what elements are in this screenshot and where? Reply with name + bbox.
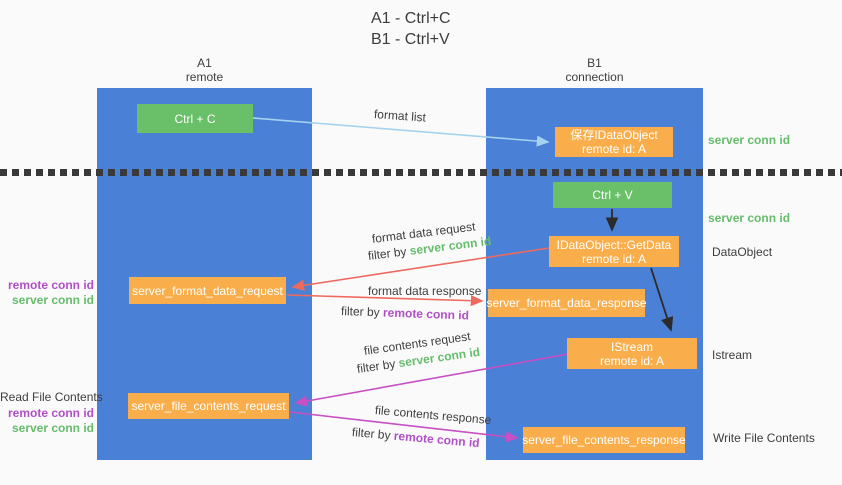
diagram-title: A1 - Ctrl+C B1 - Ctrl+V — [371, 8, 451, 50]
arrow-file-contents-response — [289, 411, 519, 443]
separator-dotted-line — [0, 169, 842, 176]
lifeline-a1-header: A1 remote — [97, 56, 312, 84]
remote-conn-id-left-label-2: remote conn id — [7, 406, 94, 420]
server-file-contents-response-node: server_file_contents_response — [522, 427, 686, 453]
arrow-format-data-request — [291, 247, 550, 291]
ctrl-v-node: Ctrl + V — [553, 182, 672, 208]
server-conn-id-left-label-2: server conn id — [11, 421, 94, 435]
ctrl-v-label: Ctrl + V — [592, 188, 633, 202]
lifeline-a1-subtitle: remote — [185, 70, 224, 84]
server-format-data-request-node: server_format_data_request — [129, 277, 286, 304]
getdata-node: IDataObject::GetData remote id: A — [549, 236, 679, 267]
server-file-contents-request-node: server_file_contents_request — [128, 393, 289, 419]
arrow-getdata-to-istream — [650, 267, 674, 332]
server-conn-id-left-label-1: server conn id — [11, 293, 94, 307]
dataobject-label: DataObject — [712, 245, 773, 259]
server-file-contents-response-label: server_file_contents_response — [522, 433, 686, 447]
arrow-format-data-response — [286, 294, 484, 307]
filter-by-text: filter by — [340, 304, 380, 320]
arrow-file-contents-request — [294, 353, 569, 407]
title-line-1: A1 - Ctrl+C — [371, 10, 451, 27]
istream-line1: IStream — [610, 339, 653, 354]
getdata-line2: remote id: A — [581, 251, 647, 266]
ctrl-c-label: Ctrl + C — [174, 111, 216, 126]
lifeline-b1-name: B1 — [587, 56, 602, 70]
conn-id-left-group-2: remote conn id server conn id — [0, 406, 94, 436]
title-line-2: B1 - Ctrl+V — [371, 31, 450, 48]
server-conn-id-right-label-2: server conn id — [708, 211, 791, 225]
save-dataobject-node: 保存IDataObject remote id: A — [555, 127, 673, 157]
istream-line2: remote id: A — [599, 353, 665, 368]
save-dataobject-line2: remote id: A — [581, 142, 647, 156]
istream-side-label: Istream — [712, 348, 753, 362]
format-data-response-label: format data response — [368, 284, 482, 298]
ctrl-c-node: Ctrl + C — [137, 104, 253, 133]
server-format-data-response-node: server_format_data_response — [486, 289, 647, 317]
server-format-data-response-label: server_format_data_response — [486, 296, 647, 310]
read-file-contents-label: Read File Contents — [0, 390, 103, 404]
lifeline-b1-header: B1 connection — [486, 56, 703, 84]
server-file-contents-request-label: server_file_contents_request — [131, 399, 286, 413]
istream-node: IStream remote id: A — [567, 338, 697, 369]
lifeline-b1-subtitle: connection — [565, 70, 624, 84]
remote-conn-id-text: remote conn id — [382, 305, 470, 323]
write-file-contents-label: Write File Contents — [713, 431, 815, 445]
conn-id-left-group-1: remote conn id server conn id — [0, 278, 94, 308]
getdata-line1: IDataObject::GetData — [556, 237, 672, 252]
server-format-data-request-label: server_format_data_request — [132, 283, 283, 298]
lifeline-a1-name: A1 — [197, 56, 212, 70]
arrow-format-list — [252, 117, 550, 147]
save-dataobject-line1: 保存IDataObject — [570, 128, 658, 142]
server-conn-id-right-label-1: server conn id — [708, 133, 791, 147]
remote-conn-id-left-label-1: remote conn id — [7, 278, 94, 292]
